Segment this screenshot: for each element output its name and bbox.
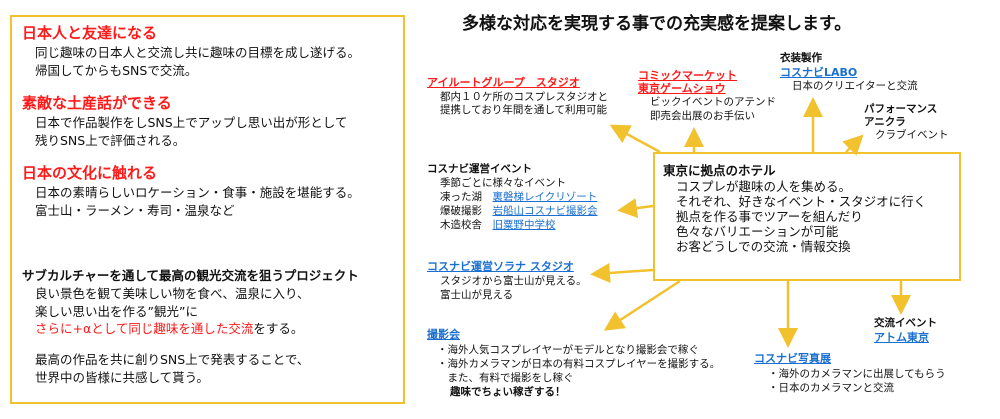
comic-text: 即売会出展のお手伝い xyxy=(650,110,755,122)
arrow-solana xyxy=(590,262,654,283)
hub-title: 東京に拠点のホテル xyxy=(663,163,776,178)
project-text-rest: をする。 xyxy=(253,321,304,336)
project-title: サブカルチャーを通して最高の観光交流を狙うプロジェクト xyxy=(22,268,359,283)
shoot-text: ・海外人気コスプレイヤーがモデルとなり撮影会で稼ぐ xyxy=(437,344,699,356)
hub-line: お客どうしでの交流・情報交換 xyxy=(676,239,851,254)
events-row: 木造校舎 旧粟野中学校 xyxy=(440,219,556,232)
project-text: 最高の作品を共に創りSNS上で発表することで、 xyxy=(35,352,310,367)
airlute-text: 提携しており年間を通して利用可能 xyxy=(440,104,608,116)
hub-line: コスプレが趣味の人を集める。 xyxy=(676,179,852,194)
airlute-link[interactable]: アイルートグループ スタジオ xyxy=(427,76,580,89)
solana-link[interactable]: コスナビ運営ソラナ スタジオ xyxy=(427,260,574,273)
labo-link[interactable]: コスナビLABO xyxy=(780,66,858,79)
section-text: 帰国してからもSNSで交流。 xyxy=(35,63,198,78)
event-kind: 凍った湖 xyxy=(440,191,482,203)
event-link[interactable]: 岩船山コスナビ撮影会 xyxy=(492,205,598,217)
project-text: 世界中の皆様に共感して貰う。 xyxy=(35,370,209,385)
exchange-label: 交流イベント xyxy=(874,317,937,329)
comic-market-link[interactable]: コミックマーケット xyxy=(638,69,737,82)
shoot-link[interactable]: 撮影会 xyxy=(427,328,460,341)
events-text: 季節ごとに様々なイベント xyxy=(440,177,566,189)
arrow-airlute xyxy=(609,124,661,154)
hub-line: 色々なバリエーションが可能 xyxy=(676,224,839,239)
project-text: 楽しい思い出を作る”観光”に xyxy=(35,304,198,319)
shoot-bold: 趣味でちょい稼ぎする！ xyxy=(450,386,566,398)
left-panel xyxy=(10,15,405,404)
event-kind: 木造校舎 xyxy=(440,219,482,231)
events-row: 爆破撮影 岩船山コスナビ撮影会 xyxy=(440,205,598,218)
section-title: 日本人と友達になる xyxy=(22,24,158,42)
hub-box xyxy=(653,152,961,281)
section-text: 日本で作品製作をしSNS上でアップし思い出が形として xyxy=(35,115,348,130)
section-text: 残りSNS上で評価される。 xyxy=(35,133,186,148)
shoot-text: ・海外カメラマンが日本の有料コスプレイヤーを撮影する。 xyxy=(437,358,721,370)
arrow-performance xyxy=(842,134,864,156)
hub-line: 拠点を作る事でツアーを組んだり xyxy=(676,209,863,224)
airlute-text: 都内１０ケ所のコスプレスタジオと xyxy=(440,91,608,103)
costume-text: 日本のクリエイターと交流 xyxy=(792,80,918,92)
photo-text: ・海外のカメラマンに出展してもらう xyxy=(768,368,946,380)
hub-line: それぞれ、好きなイベント・スタジオに行く xyxy=(676,194,927,209)
photo-text: ・日本のカメラマンと交流 xyxy=(768,382,894,394)
events-title: コスナビ運営イベント xyxy=(427,163,532,175)
arrow-events xyxy=(617,198,654,218)
tgs-link[interactable]: 東京ゲームショウ xyxy=(638,82,726,95)
performance-title: アニクラ xyxy=(864,116,906,128)
event-link[interactable]: 旧粟野中学校 xyxy=(492,219,556,231)
solana-text: スタジオから富士山が見える。 xyxy=(440,275,587,287)
performance-text: クラブイベント xyxy=(875,129,949,141)
project-text: さらに+αとして同じ趣味を通した交流をする。 xyxy=(35,321,303,336)
costume-label: 衣装製作 xyxy=(780,52,822,64)
event-link[interactable]: 裏磐梯レイクリゾート xyxy=(492,191,598,203)
shoot-text: また、有料で撮影をし稼ぐ xyxy=(437,372,574,384)
main-title: 多様な対応を実現する事での充実感を提案します。 xyxy=(462,14,852,34)
performance-label: パフォーマンス xyxy=(864,103,938,115)
section-text: 日本の素晴らしいロケーション・食事・施設を堪能する。 xyxy=(35,185,360,200)
comic-text: ビックイベントのアテンド xyxy=(650,96,776,108)
event-kind: 爆破撮影 xyxy=(440,205,482,217)
section-text: 同じ趣味の日本人と交流し共に趣味の目標を成し遂げる。 xyxy=(35,45,361,60)
photo-link[interactable]: コスナビ写真展 xyxy=(754,352,831,365)
project-text: 良い景色を観て美味しい物を食べ、温泉に入り、 xyxy=(35,286,310,301)
project-highlight: さらに+αとして同じ趣味を通した交流 xyxy=(35,321,254,336)
section-title: 素敵な土産話ができる xyxy=(22,94,172,112)
solana-text: 富士山が見える xyxy=(440,289,514,301)
section-title: 日本の文化に触れる xyxy=(22,164,158,182)
events-row: 凍った湖 裏磐梯レイクリゾート xyxy=(440,191,597,204)
arrow-shoot xyxy=(603,279,681,331)
atom-link[interactable]: アトム東京 xyxy=(874,331,929,344)
section-text: 富士山・ラーメン・寿司・温泉など xyxy=(35,203,235,218)
